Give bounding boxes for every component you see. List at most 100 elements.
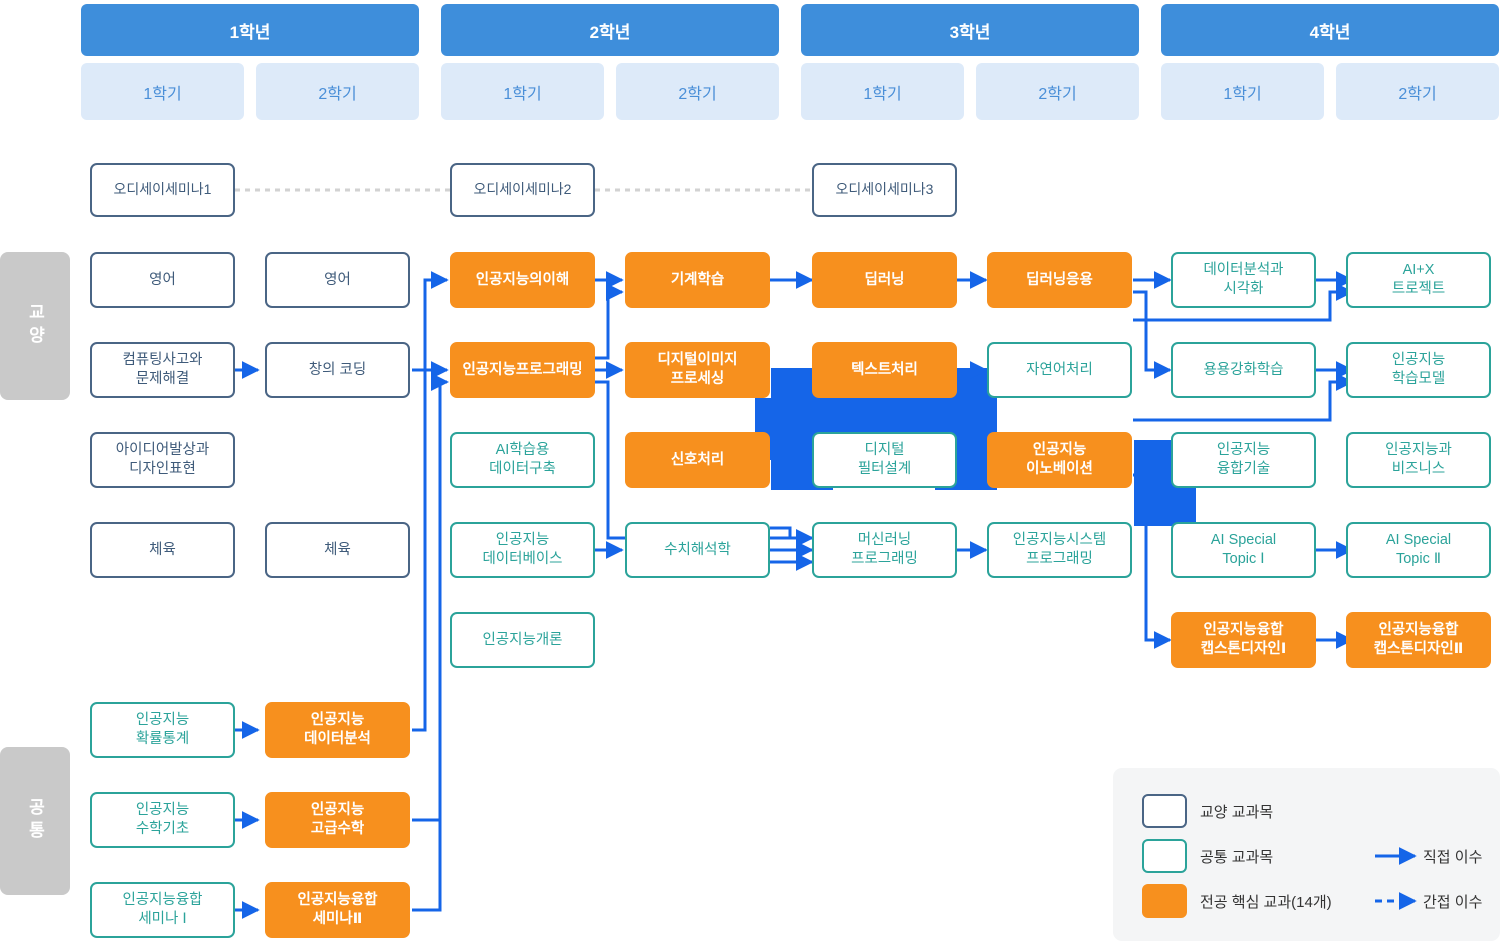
- category-tab-liberal: 교양: [0, 252, 70, 400]
- semester-3-1: 1학기: [801, 63, 964, 120]
- course-box[interactable]: 인공지능시스템 프로그래밍: [987, 522, 1132, 578]
- course-label: 디지털이미지 프로세싱: [657, 352, 738, 387]
- course-box[interactable]: 인공지능프로그래밍: [450, 342, 595, 398]
- course-box[interactable]: 기계학습: [625, 252, 770, 308]
- legend-panel: 교양 교과목 공통 교과목 전공 핵심 교과(14개) 직접 이수 간접 이수: [1113, 768, 1500, 941]
- course-box[interactable]: 인공지능 데이터분석: [265, 702, 410, 758]
- course-label: 창의 코딩: [308, 361, 367, 378]
- course-label: 데이터분석과 시각화: [1203, 262, 1284, 297]
- semester-label: 2학기: [678, 85, 717, 103]
- course-box[interactable]: 인공지능 수학기초: [90, 792, 235, 848]
- legend-swatch-common: [1142, 839, 1187, 873]
- course-box[interactable]: 인공지능 융합기술: [1171, 432, 1316, 488]
- course-label: 기계학습: [670, 271, 725, 288]
- course-box[interactable]: 인공지능융합 캡스톤디자인Ⅱ: [1346, 612, 1491, 668]
- year-header-4: 4학년: [1161, 4, 1499, 56]
- course-box[interactable]: 인공지능 고급수학: [265, 792, 410, 848]
- course-box[interactable]: 자연어처리: [987, 342, 1132, 398]
- course-box[interactable]: 신호처리: [625, 432, 770, 488]
- course-box[interactable]: 디지털이미지 프로세싱: [625, 342, 770, 398]
- course-label: 인공지능프로그래밍: [462, 361, 583, 378]
- legend-label-major: 전공 핵심 교과(14개): [1200, 893, 1332, 911]
- course-label: 체육: [149, 541, 176, 558]
- course-label: 인공지능 수학기초: [135, 802, 190, 837]
- category-label: 공통: [25, 798, 45, 844]
- semester-label: 2학기: [318, 85, 357, 103]
- year-label: 3학년: [949, 22, 991, 42]
- course-label: 영어: [149, 271, 176, 288]
- course-label: 인공지능의이해: [475, 271, 570, 288]
- course-box[interactable]: 인공지능융합 세미나 Ⅰ: [90, 882, 235, 938]
- semester-3-2: 2학기: [976, 63, 1139, 120]
- course-box[interactable]: 머신러닝 프로그래밍: [812, 522, 957, 578]
- category-label: 교양: [25, 303, 45, 349]
- semester-label: 2학기: [1398, 85, 1437, 103]
- course-label: 오디세이세미나1: [113, 181, 212, 198]
- course-box[interactable]: 딥러닝응용: [987, 252, 1132, 308]
- semester-label: 1학기: [503, 85, 542, 103]
- course-odyssey-1[interactable]: 오디세이세미나1: [90, 163, 235, 217]
- course-label: 인공지능시스템 프로그래밍: [1012, 532, 1107, 567]
- course-label: 영어: [324, 271, 351, 288]
- course-label: 인공지능융합 캡스톤디자인Ⅰ: [1200, 622, 1287, 657]
- course-label: 아이디어발상과 디자인표현: [115, 442, 210, 477]
- semester-2-2: 2학기: [616, 63, 779, 120]
- year-label: 2학년: [589, 22, 631, 42]
- course-label: 신호처리: [670, 451, 725, 468]
- course-box[interactable]: 데이터분석과 시각화: [1171, 252, 1316, 308]
- course-box[interactable]: 영어: [90, 252, 235, 308]
- course-box[interactable]: 인공지능과 비즈니스: [1346, 432, 1491, 488]
- course-label: 체육: [324, 541, 351, 558]
- course-odyssey-3[interactable]: 오디세이세미나3: [812, 163, 957, 217]
- course-box[interactable]: AI+X 트로젝트: [1346, 252, 1491, 308]
- course-box[interactable]: 인공지능융합 캡스톤디자인Ⅰ: [1171, 612, 1316, 668]
- course-box[interactable]: 수치해석학: [625, 522, 770, 578]
- course-label: 인공지능개론: [482, 631, 563, 648]
- course-label: 자연어처리: [1026, 361, 1093, 378]
- semester-2-1: 1학기: [441, 63, 604, 120]
- course-box[interactable]: 컴퓨팅사고와 문제해결: [90, 342, 235, 398]
- year-header-2: 2학년: [441, 4, 779, 56]
- course-box[interactable]: 인공지능 데이터베이스: [450, 522, 595, 578]
- course-box[interactable]: 영어: [265, 252, 410, 308]
- semester-4-1: 1학기: [1161, 63, 1324, 120]
- course-label: 인공지능 데이터베이스: [482, 532, 563, 567]
- course-box[interactable]: 텍스트처리: [812, 342, 957, 398]
- course-box[interactable]: 용용강화학습: [1171, 342, 1316, 398]
- course-label: 인공지능과 비즈니스: [1385, 442, 1452, 477]
- course-box[interactable]: 인공지능개론: [450, 612, 595, 668]
- legend-swatch-general: [1142, 794, 1187, 828]
- semester-label: 1학기: [143, 85, 182, 103]
- course-label: 오디세이세미나3: [835, 181, 934, 198]
- course-label: 인공지능융합 세미나 Ⅰ: [122, 892, 203, 927]
- course-label: 인공지능 데이터분석: [304, 712, 371, 747]
- legend-label-direct: 직접 이수: [1423, 848, 1483, 866]
- course-label: 인공지능 확률통계: [135, 712, 190, 747]
- course-box[interactable]: 체육: [265, 522, 410, 578]
- course-box[interactable]: 체육: [90, 522, 235, 578]
- course-odyssey-2[interactable]: 오디세이세미나2: [450, 163, 595, 217]
- course-label: 텍스트처리: [851, 361, 918, 378]
- year-header-1: 1학년: [81, 4, 419, 56]
- course-label: AI Special Topic Ⅰ: [1210, 532, 1277, 567]
- course-box[interactable]: 인공지능의이해: [450, 252, 595, 308]
- course-box[interactable]: AI Special Topic Ⅰ: [1171, 522, 1316, 578]
- course-box[interactable]: 인공지능 이노베이션: [987, 432, 1132, 488]
- course-label: 인공지능융합 캡스톤디자인Ⅱ: [1373, 622, 1464, 657]
- course-box[interactable]: 아이디어발상과 디자인표현: [90, 432, 235, 488]
- semester-label: 1학기: [1223, 85, 1262, 103]
- course-box[interactable]: 인공지능 확률통계: [90, 702, 235, 758]
- semester-1-1: 1학기: [81, 63, 244, 120]
- course-box[interactable]: 딥러닝: [812, 252, 957, 308]
- semester-label: 2학기: [1038, 85, 1077, 103]
- category-tab-common: 공통: [0, 747, 70, 895]
- course-box[interactable]: 창의 코딩: [265, 342, 410, 398]
- course-box[interactable]: 인공지능 학습모델: [1346, 342, 1491, 398]
- course-box[interactable]: 인공지능융합 세미나Ⅱ: [265, 882, 410, 938]
- course-box[interactable]: AI Special Topic Ⅱ: [1346, 522, 1491, 578]
- course-label: 용용강화학습: [1203, 361, 1284, 378]
- course-box[interactable]: 디지털 필터설계: [812, 432, 957, 488]
- year-header-3: 3학년: [801, 4, 1139, 56]
- course-label: 수치해석학: [664, 541, 731, 558]
- course-box[interactable]: AI학습용 데이터구축: [450, 432, 595, 488]
